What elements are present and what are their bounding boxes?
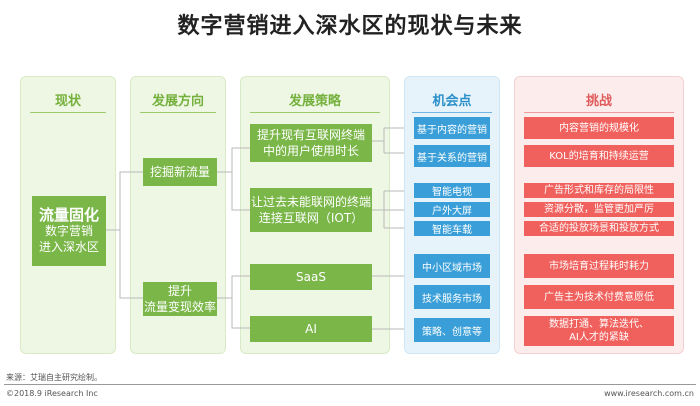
website: www.iresearch.com.cn [604,389,694,398]
copyright: ©2018.9 iResearch Inc [6,389,98,398]
footer-rule [4,384,696,385]
challenge-ad-format: 广告形式和库存的局限性 [524,183,674,198]
opportunity-smart-tv: 智能电视 [414,183,490,198]
source-note: 来源：艾瑞自主研究绘制。 [6,373,102,382]
strategy-box-saas: SaaS [250,264,372,290]
challenge-kol: KOL的培育和持续运营 [524,145,674,167]
strategy-header-rule [250,112,380,113]
status-box: 流量固化 数字营销 进入深水区 [32,196,106,266]
challenge-content-scale: 内容营销的规模化 [524,117,674,139]
strategy-header: 发展策略 [288,94,341,109]
challenge-resources-regulation: 资源分散，监管更加严厉 [524,202,674,217]
opportunity-content-marketing: 基于内容的营销 [414,117,490,139]
opportunity-smart-vehicle: 智能车载 [414,221,490,236]
direction-box-monetization: 提升 流量变现效率 [143,282,217,316]
challenge-payment-willingness: 广告主为技术付费意愿低 [524,285,674,309]
status-main-text: 流量固化 [38,206,99,224]
opportunity-tech-service-market: 技术服务市场 [414,285,490,309]
strategy-box-ai: AI [250,316,372,342]
direction-box-new-traffic: 挖掘新流量 [143,158,217,186]
status-header: 现状 [54,94,81,109]
opportunity-regional-market: 中小区域市场 [414,254,490,278]
challenge-market-cultivation: 市场培育过程耗时耗力 [524,254,674,278]
direction-header-rule [140,112,216,113]
status-sub-text: 数字营销 进入深水区 [38,224,99,254]
challenge-header-rule [524,112,674,113]
opportunity-header-rule [412,112,492,113]
strategy-box-usage-time: 提升现有互联网终端 中的用户使用时长 [250,124,372,162]
opportunity-header: 机会点 [432,94,472,109]
challenge-placement: 合适的投放场景和投放方式 [524,221,674,236]
direction-header: 发展方向 [151,94,204,109]
opportunity-strategy-creative: 策略、创意等 [414,318,490,342]
strategy-box-iot: 让过去未能联网的终端 连接互联网（IOT） [250,188,372,232]
status-header-rule [30,112,106,113]
opportunity-relationship-marketing: 基于关系的营销 [414,145,490,167]
challenge-header: 挑战 [585,94,612,109]
opportunity-outdoor-screen: 户外大屏 [414,202,490,217]
page-title: 数字营销进入深水区的现状与未来 [177,14,523,39]
challenge-data-ai-talent: 数据打通、算法迭代、 AI人才的紧缺 [524,316,674,346]
